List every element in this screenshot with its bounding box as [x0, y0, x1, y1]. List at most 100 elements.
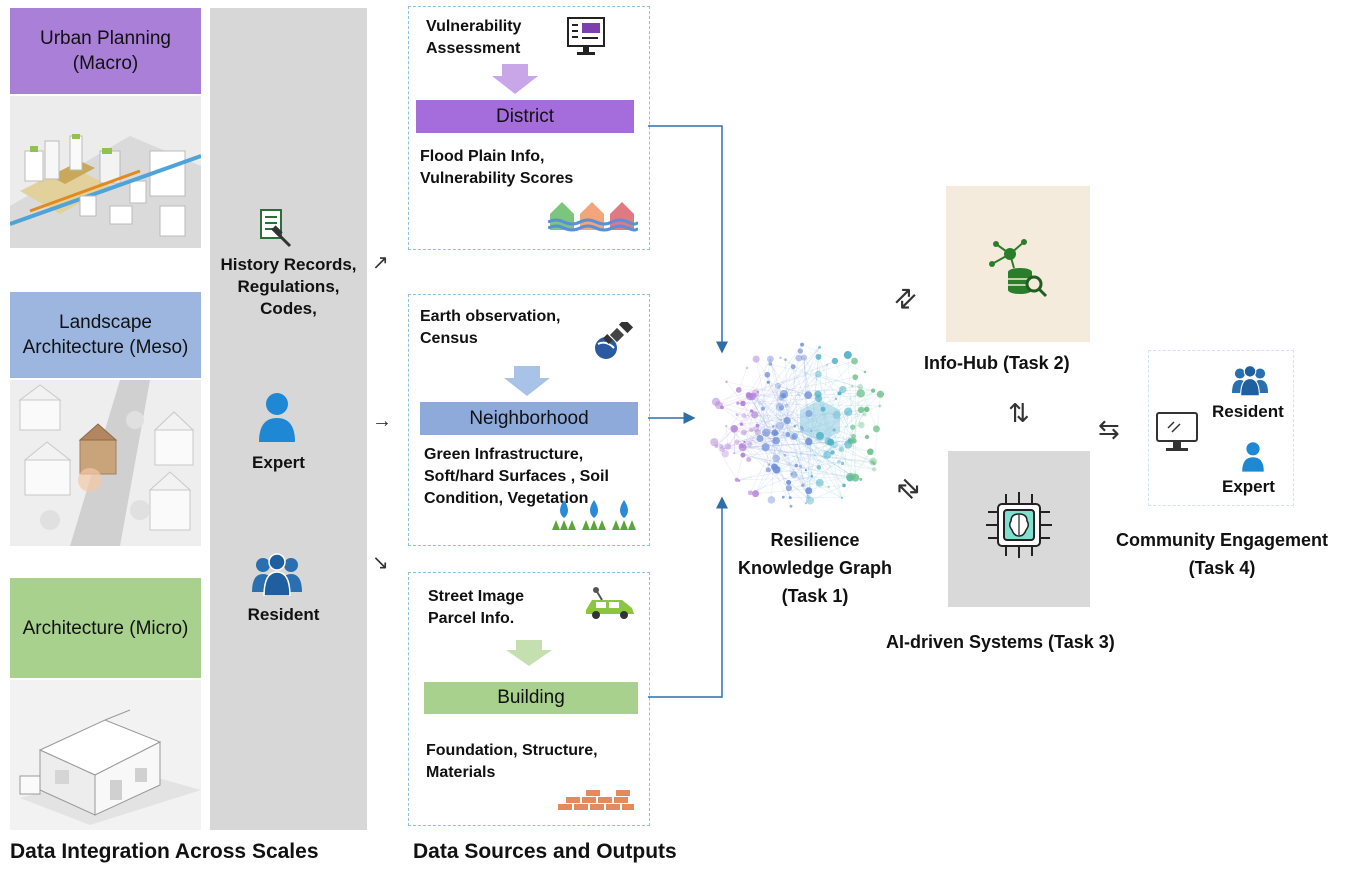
graph-node: [793, 425, 797, 428]
footer-left-title: Data Integration Across Scales: [10, 840, 319, 863]
graph-edge: [736, 435, 795, 443]
graph-node: [733, 451, 736, 455]
graph-edge: [727, 382, 769, 447]
graph-node: [753, 393, 757, 396]
graph-edge: [780, 398, 819, 421]
resident-group-icon: [252, 552, 302, 597]
graph-edge: [718, 389, 739, 406]
graph-node: [863, 370, 867, 374]
graph-edge: [736, 461, 840, 481]
graph-node: [839, 385, 847, 394]
graph-node: [738, 443, 747, 452]
monitor-list-icon: [566, 16, 606, 58]
ai-label: AI-driven Systems (Task 3): [886, 632, 1115, 652]
graph-node: [762, 428, 771, 437]
graph-edge: [748, 360, 836, 396]
graph-node: [779, 419, 782, 422]
graph-edge: [721, 407, 788, 435]
graph-node: [790, 364, 796, 370]
graph-node: [791, 433, 799, 440]
graph-edge: [755, 390, 874, 494]
graph-edge: [777, 385, 809, 396]
graph-node: [814, 370, 822, 378]
graph-node: [869, 457, 877, 466]
graph-edge: [742, 374, 819, 448]
graph-edge: [741, 434, 788, 447]
building-output-label: Foundation, Structure, Materials: [426, 742, 598, 781]
graph-node: [840, 461, 845, 466]
graph-node: [772, 454, 780, 463]
graph-edge: [738, 389, 874, 391]
monitor-icon: [1154, 410, 1200, 454]
graph-edge: [742, 403, 792, 507]
graph-node: [721, 449, 729, 458]
graph-node: [858, 421, 865, 429]
graph-node: [774, 382, 782, 390]
graph-edge: [716, 396, 753, 447]
graph-node: [790, 472, 793, 476]
graph-edge: [834, 360, 862, 426]
graph-node: [755, 423, 760, 428]
graph-edge: [751, 396, 791, 498]
knowledge-graph-label: Resilience Knowledge Graph (Task 1): [737, 530, 892, 606]
graph-edge: [749, 344, 803, 445]
graph-edge: [770, 358, 809, 497]
infohub-ai-arrow: ⇅: [1008, 398, 1030, 428]
graph-node: [820, 406, 826, 412]
graph-node: [864, 434, 870, 440]
satellite-icon: [592, 318, 636, 362]
expert-label: Expert: [252, 453, 305, 472]
graph-edge: [822, 364, 828, 410]
graph-node: [779, 356, 782, 359]
graph-node: [761, 443, 770, 452]
graph-edge: [850, 390, 874, 442]
graph-edge: [752, 376, 856, 397]
graph-node: [831, 441, 838, 449]
graph-node: [823, 450, 832, 459]
graph-edge: [743, 429, 752, 433]
community-resident-icon: [1232, 364, 1268, 397]
graph-node: [848, 439, 852, 443]
graph-node: [805, 438, 813, 446]
graph-edge: [770, 358, 807, 471]
graph-edge: [818, 373, 881, 395]
graph-node: [749, 427, 754, 433]
graph-edge: [777, 360, 836, 387]
graph-node: [766, 355, 774, 363]
graph-edge: [738, 367, 748, 390]
graph-node: [719, 446, 726, 452]
graph-node: [739, 422, 743, 426]
graph-node: [805, 410, 813, 418]
graph-node: [771, 424, 775, 428]
graph-edge: [755, 392, 796, 437]
graph-edge: [780, 419, 845, 486]
bricks-icon: [556, 790, 636, 812]
graph-node: [843, 351, 852, 360]
graph-edge: [770, 358, 792, 475]
graph-node: [850, 384, 854, 388]
graph-edge: [768, 382, 788, 421]
graph-edge: [734, 426, 774, 430]
graph-edge: [792, 437, 801, 467]
graph-node: [740, 429, 747, 436]
graph-edge: [734, 428, 820, 468]
graph-node: [743, 440, 746, 443]
expert-icon: [257, 390, 297, 442]
graph-node: [720, 405, 724, 410]
graph-node: [781, 495, 785, 499]
street-car-icon: [582, 586, 638, 620]
community-resident-label: Resident: [1212, 402, 1284, 421]
graph-node: [756, 390, 760, 394]
graph-node: [851, 433, 857, 439]
graph-node: [832, 410, 841, 420]
graph-edge: [755, 392, 809, 497]
district-down-arrow: [490, 64, 540, 101]
graph-node: [779, 390, 789, 399]
infohub-panel: [946, 186, 1090, 342]
graph-edge: [739, 440, 851, 482]
graph-node: [804, 391, 813, 399]
records-icon: [258, 208, 294, 248]
graph-edge: [779, 406, 801, 467]
graph-node: [837, 459, 841, 464]
